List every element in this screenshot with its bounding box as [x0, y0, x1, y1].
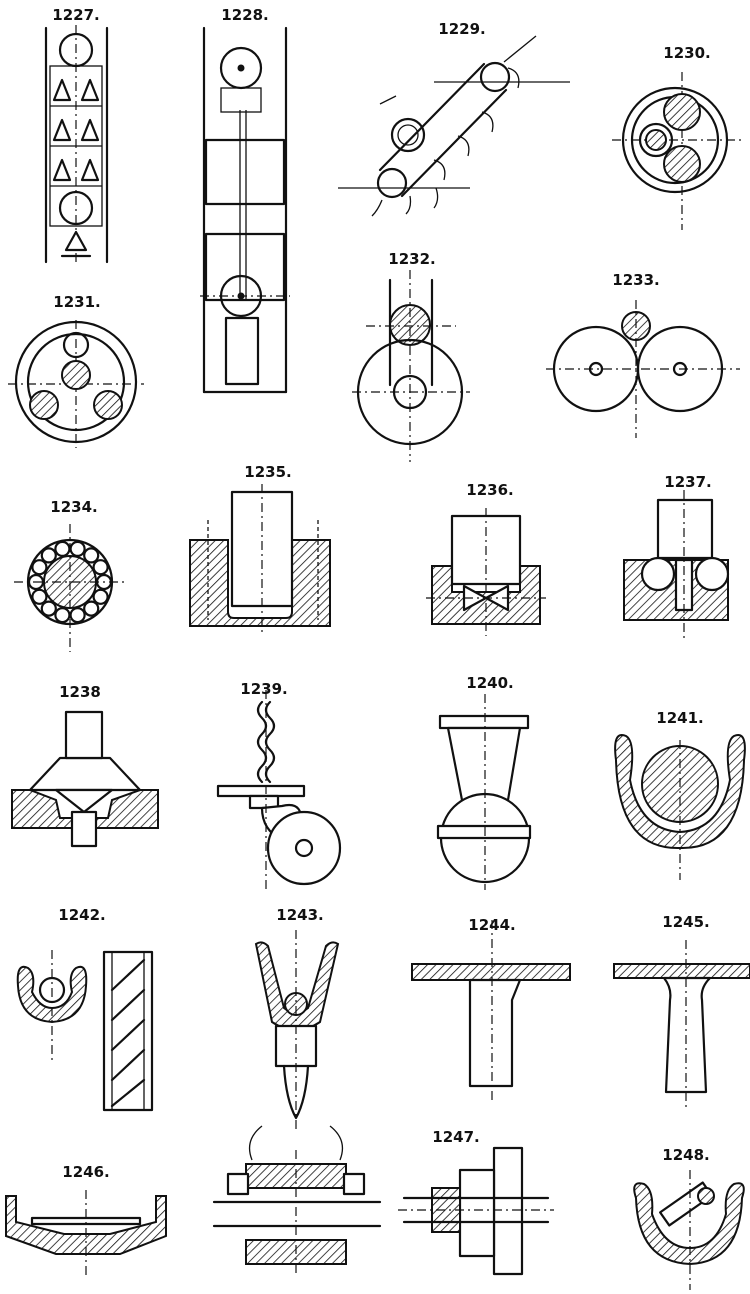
figure-1238: 1238: [11, 683, 159, 848]
bearing-ball: [54, 606, 71, 624]
figure-1237: 1237.: [623, 473, 730, 640]
figure-number: 1228.: [221, 6, 268, 24]
figure-1248: 1248.: [633, 1146, 745, 1290]
figure-number: 1247.: [432, 1128, 479, 1146]
figure-1232: 1232.: [352, 250, 470, 462]
figure-1233: 1233.: [546, 271, 740, 438]
figure-number: 1243.: [276, 906, 323, 924]
figure-number: 1236.: [466, 481, 513, 499]
bearing-ball: [54, 540, 71, 558]
figure-1227: 1227.: [44, 6, 109, 265]
figure-1243: 1243.: [212, 906, 382, 1276]
figure-1236: 1236.: [426, 481, 546, 636]
bearing-ball: [40, 547, 57, 564]
figure-1230: 1230.: [612, 44, 742, 230]
figure-1242: 1242.: [16, 906, 154, 1112]
figure-number: 1227.: [52, 6, 99, 24]
figure-number: 1230.: [663, 44, 710, 62]
figure-number: 1232.: [388, 250, 435, 268]
figure-number: 1248.: [662, 1146, 709, 1164]
figure-number: 1235.: [244, 463, 291, 481]
bearing-ball: [31, 559, 48, 576]
figure-1234: 1234.: [14, 498, 128, 652]
figure-number: 1241.: [656, 709, 703, 727]
figure-1229: 1229.: [338, 20, 570, 217]
figure-number: 1239.: [240, 680, 287, 698]
figure-number: 1237.: [664, 473, 711, 491]
figure-1241: 1241.: [614, 709, 746, 880]
figure-1239: 1239.: [216, 680, 342, 890]
bearing-ball: [92, 588, 109, 605]
bearing-ball: [69, 540, 86, 558]
figure-number: 1240.: [466, 674, 513, 692]
bearing-ball: [83, 547, 100, 564]
bearing-ball: [83, 600, 100, 617]
figure-number: 1233.: [612, 271, 659, 289]
figure-number: 1229.: [438, 20, 485, 38]
figure-1231: 1231.: [8, 293, 144, 448]
figure-number: 1242.: [58, 906, 105, 924]
figure-number: 1245.: [662, 913, 709, 931]
figure-number: 1234.: [50, 498, 97, 516]
figure-1235: 1235.: [189, 463, 331, 636]
bearing-ball: [31, 588, 48, 605]
figure-1246: 1246.: [5, 1163, 167, 1276]
figure-1247: 1247.: [398, 1128, 554, 1276]
figure-1240: 1240.: [436, 674, 532, 890]
figure-number: 1238: [59, 683, 101, 701]
figure-number: 1231.: [53, 293, 100, 311]
figure-1244: 1244.: [411, 916, 571, 1100]
figure-number: 1246.: [62, 1163, 109, 1181]
figure-1245: 1245.: [613, 913, 750, 1110]
figure-1228: 1228.: [200, 6, 290, 394]
bearing-ball: [69, 606, 86, 624]
bearing-ball: [40, 600, 57, 617]
bearing-ball: [92, 559, 109, 576]
